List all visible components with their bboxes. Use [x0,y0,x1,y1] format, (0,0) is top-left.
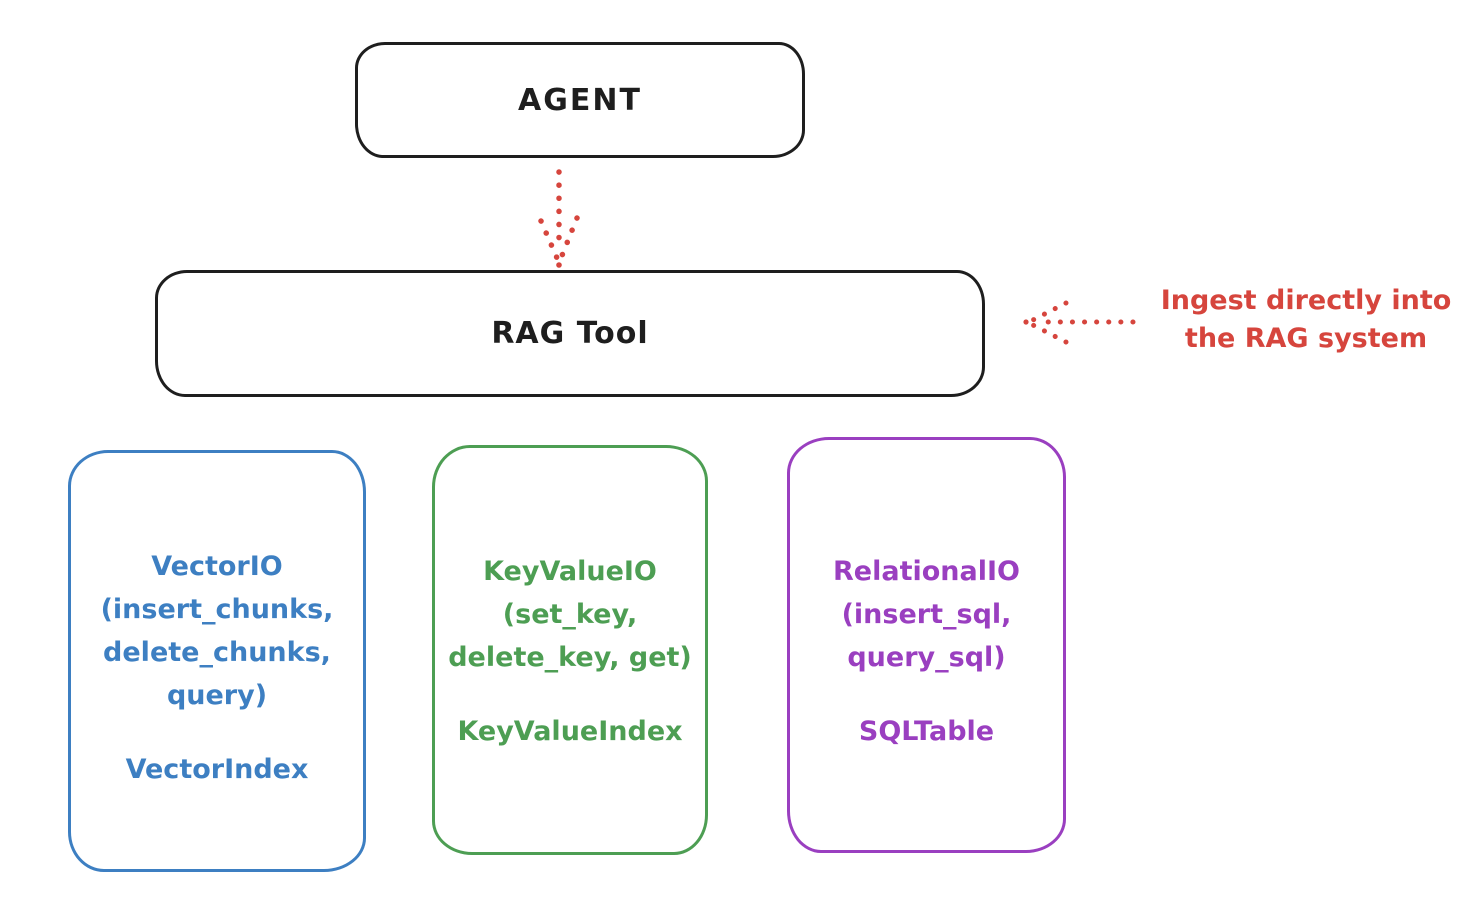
storage-line: (set_key, [502,599,638,630]
storage-line: KeyValueIO [483,556,657,587]
storage-line: RelationalIO [833,556,1020,587]
rag-tool-node-label: RAG Tool [491,316,649,351]
ingest-annotation-line1: Ingest directly into [1160,285,1452,316]
keyvalue-index-label: KeyValueIndex [457,716,683,747]
annotation-to-rag-arrow [1023,300,1136,345]
storage-line: delete_key, get) [448,642,692,673]
ingest-annotation-line2: the RAG system [1184,323,1428,354]
storage-line: delete_chunks, [103,637,331,668]
storage-line: VectorIO [151,551,283,582]
agent-node: AGENT [355,42,805,158]
storage-line: query_sql) [847,642,1006,673]
rag-tool-node: RAG Tool [155,270,985,397]
keyvalue-io-box: KeyValueIO (set_key, delete_key, get) Ke… [432,445,708,855]
vector-io-text: VectorIO (insert_chunks, delete_chunks, … [71,545,363,791]
keyvalue-io-text: KeyValueIO (set_key, delete_key, get) Ke… [435,550,705,753]
ingest-annotation: Ingest directly into the RAG system [1138,282,1474,358]
relational-io-text: RelationalIO (insert_sql, query_sql) SQL… [790,550,1063,753]
relational-io-box: RelationalIO (insert_sql, query_sql) SQL… [787,437,1066,853]
agent-node-label: AGENT [518,82,642,118]
vector-index-label: VectorIndex [125,754,309,785]
sql-table-label: SQLTable [858,716,995,747]
vector-io-box: VectorIO (insert_chunks, delete_chunks, … [68,450,366,872]
storage-line: (insert_chunks, [100,594,334,625]
storage-line: query) [166,680,268,711]
storage-line: (insert_sql, [841,599,1012,630]
agent-to-rag-arrow [538,169,580,268]
